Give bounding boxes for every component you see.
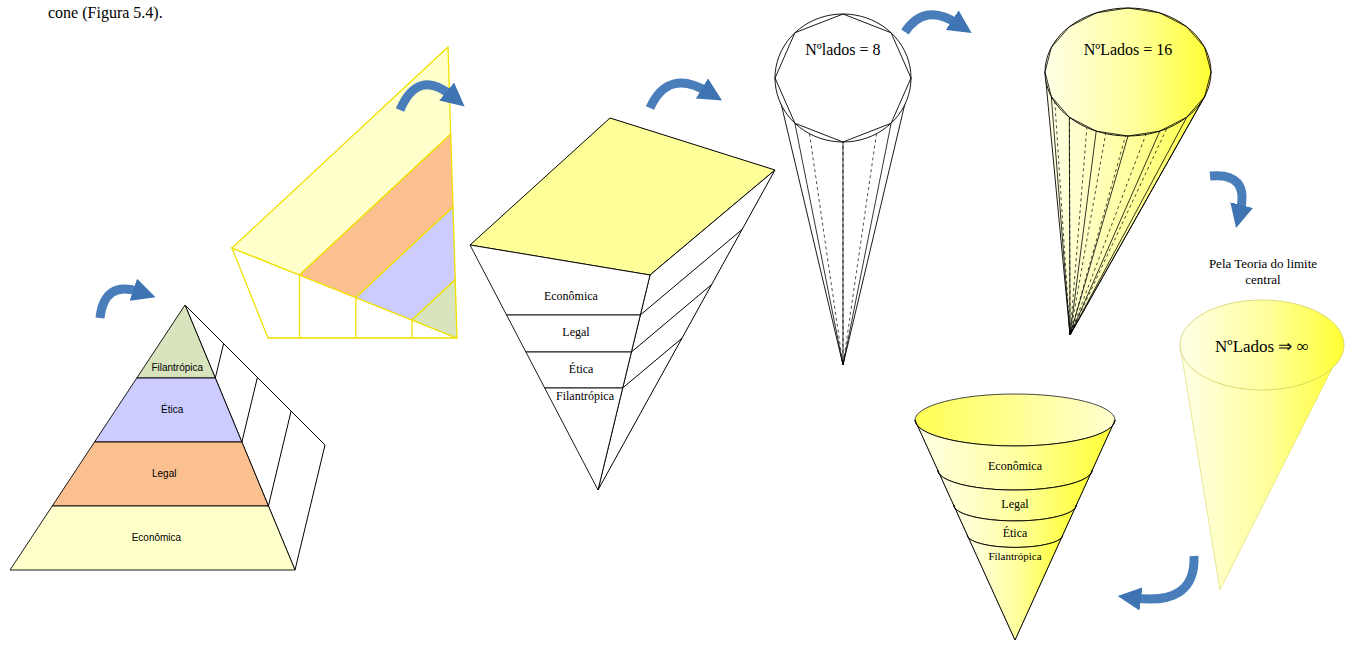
- band-label: Ética: [161, 404, 183, 416]
- band-label: Econômica: [544, 290, 598, 304]
- pyramid-band: Econômica: [470, 245, 650, 315]
- band-shape: [507, 315, 641, 352]
- curved-arrow: [1210, 176, 1242, 212]
- curved-arrow: [905, 15, 958, 32]
- cone-opening: Nºlados = 8: [775, 14, 911, 142]
- sides-label: NºLados ⇒ ∞: [1215, 337, 1309, 357]
- pyramid-band: Econômica: [10, 506, 295, 570]
- band-label: Econômica: [132, 532, 181, 544]
- cone-edge: [1051, 97, 1070, 336]
- cone-body: [915, 420, 1115, 640]
- band-shape: [95, 378, 242, 442]
- band-label: Legal: [1001, 498, 1028, 512]
- cone-band: Filantrópica: [967, 535, 1063, 640]
- opening-ellipse: [1045, 8, 1211, 136]
- band-shape: [526, 352, 631, 388]
- curved-arrow: [650, 83, 708, 108]
- side-band-line: [268, 411, 291, 506]
- sides-label: Nºlados = 8: [805, 41, 880, 59]
- node-outline: [1045, 8, 1211, 136]
- opening-polygon: [1045, 8, 1211, 136]
- curved-arrow: [100, 289, 140, 318]
- cone-edge: [1070, 117, 1187, 335]
- pyramid-band: Ética: [94, 378, 242, 442]
- opening-ellipse: [775, 14, 911, 142]
- node-outline: [544, 388, 623, 490]
- band-label: Filantrópica: [556, 390, 614, 404]
- pyramid-band: Ética: [525, 352, 632, 388]
- band-label: Ética: [569, 363, 594, 377]
- rotated-side-line: [355, 298, 356, 339]
- band-shape: [52, 442, 268, 506]
- cone-edge: [1070, 131, 1096, 335]
- band-shape: [545, 388, 623, 490]
- band-shape: [967, 535, 1062, 640]
- band-label: Ética: [1003, 527, 1028, 541]
- cone-opening: NºLados ⇒ ∞: [1180, 300, 1344, 390]
- rotated-side-line: [411, 320, 412, 338]
- side-band-line: [215, 344, 223, 378]
- cone-edge: [843, 142, 844, 365]
- curved-arrow: [1134, 556, 1194, 599]
- cone-edge: [1070, 131, 1160, 335]
- node-outline: [775, 14, 911, 142]
- curved-arrow: [400, 85, 452, 110]
- note-label: Pela Teoria do limite central: [1193, 256, 1333, 287]
- cone-edge: [1070, 136, 1128, 335]
- opening-ellipse: [1180, 300, 1344, 390]
- caption-text: cone (Figura 5.4).: [48, 3, 163, 22]
- band-shape: [470, 245, 650, 315]
- band-shape: [137, 305, 216, 378]
- opening-polygon: [775, 14, 911, 142]
- band-label: Filantrópica: [988, 550, 1041, 563]
- band-label: Econômica: [988, 460, 1042, 474]
- pyramid-band: Filantrópica: [136, 305, 216, 378]
- cone-edge: [843, 123, 891, 365]
- band-label: Legal: [562, 326, 589, 340]
- band-shape: [10, 506, 295, 570]
- node-outline: [470, 245, 650, 315]
- band-label: Legal: [152, 468, 176, 480]
- band-label: Filantrópica: [151, 362, 203, 374]
- rotated-band: [412, 280, 457, 338]
- pyramid-band: Legal: [506, 315, 641, 352]
- cone-opening: NºLados = 16: [1045, 8, 1211, 136]
- pyramid-band: Filantrópica: [544, 388, 623, 490]
- rotated-side-line: [299, 275, 300, 338]
- side-band-line: [242, 377, 258, 442]
- cone-edge: [795, 123, 843, 365]
- pyramid-band: Legal: [52, 442, 269, 506]
- sides-label: NºLados = 16: [1084, 41, 1173, 59]
